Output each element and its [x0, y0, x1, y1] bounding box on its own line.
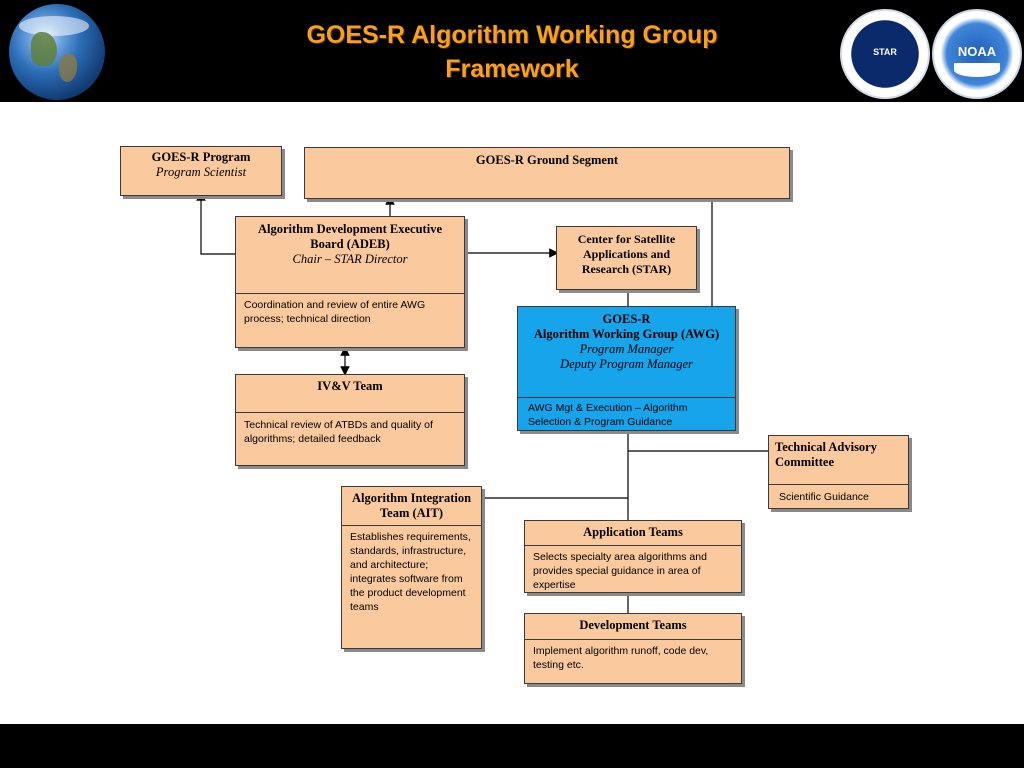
footer-bar	[0, 724, 1024, 768]
application-teams-box: Application Teams Selects specialty area…	[524, 520, 742, 593]
earth-globe-image	[9, 4, 105, 100]
app-description: Selects specialty area algorithms and pr…	[533, 551, 707, 591]
noaa-logo-text: NOAA	[957, 44, 997, 59]
dev-title: Development Teams	[579, 618, 687, 632]
ait-title: Algorithm Integration Team (AIT)	[351, 491, 472, 520]
noaa-nesdis-star-logo: STAR	[840, 9, 930, 99]
dev-divider	[525, 639, 741, 640]
ivv-description: Technical review of ATBDs and quality of…	[244, 419, 433, 445]
awg-line-2: Algorithm Working Group (AWG)	[533, 327, 720, 341]
ait-description: Establishes requirements, standards, inf…	[350, 531, 471, 613]
awg-divider	[518, 397, 735, 398]
development-teams-box: Development Teams Implement algorithm ru…	[524, 613, 742, 684]
ivv-team-box: IV&V Team Technical review of ATBDs and …	[235, 374, 465, 466]
dev-description: Implement algorithm runoff, code dev, te…	[533, 645, 709, 671]
title-line-2: Framework	[445, 55, 579, 83]
ground-title: GOES-R Ground Segment	[475, 153, 619, 167]
adeb-description: Coordination and review of entire AWG pr…	[244, 299, 426, 325]
ivv-divider	[236, 412, 464, 413]
awg-box: GOES-R Algorithm Working Group (AWG) Pro…	[517, 306, 736, 431]
page-title: GOES-R Algorithm Working Group Framework	[212, 18, 812, 86]
app-divider	[525, 545, 741, 546]
ait-box: Algorithm Integration Team (AIT) Establi…	[341, 486, 482, 649]
adeb-subtitle: Chair – STAR Director	[292, 252, 408, 266]
star-logo-text: STAR	[873, 47, 897, 57]
adeb-box: Algorithm Development Executive Board (A…	[235, 216, 465, 348]
star-title: Center for Satellite Applications and Re…	[577, 232, 676, 276]
tac-divider	[769, 484, 908, 485]
ait-divider	[342, 525, 481, 526]
ground-segment-box: GOES-R Ground Segment	[304, 147, 790, 199]
awg-line-1: GOES-R	[602, 312, 651, 326]
adeb-to-program-arrow	[196, 191, 235, 255]
noaa-logo: NOAA	[932, 9, 1022, 99]
ivv-title: IV&V Team	[317, 379, 383, 393]
tac-title: Technical Advisory Committee	[775, 440, 877, 469]
awg-description: AWG Mgt & Execution – Algorithm Selectio…	[528, 402, 688, 428]
adeb-divider	[236, 293, 464, 294]
awg-sub-1: Program Manager	[579, 342, 674, 356]
program-title: GOES-R Program	[151, 150, 251, 164]
technical-advisory-committee-box: Technical Advisory Committee Scientific …	[768, 435, 909, 509]
app-title: Application Teams	[583, 525, 683, 539]
awg-sub-2: Deputy Program Manager	[560, 357, 693, 371]
tac-description: Scientific Guidance	[779, 491, 869, 503]
star-center-box: Center for Satellite Applications and Re…	[556, 226, 697, 290]
adeb-title: Algorithm Development Executive Board (A…	[258, 222, 442, 251]
program-subtitle: Program Scientist	[155, 165, 247, 179]
title-line-1: GOES-R Algorithm Working Group	[306, 21, 718, 49]
goes-r-program-box: GOES-R Program Program Scientist	[120, 146, 282, 196]
header-bar: GOES-R Algorithm Working Group Framework…	[0, 0, 1024, 102]
